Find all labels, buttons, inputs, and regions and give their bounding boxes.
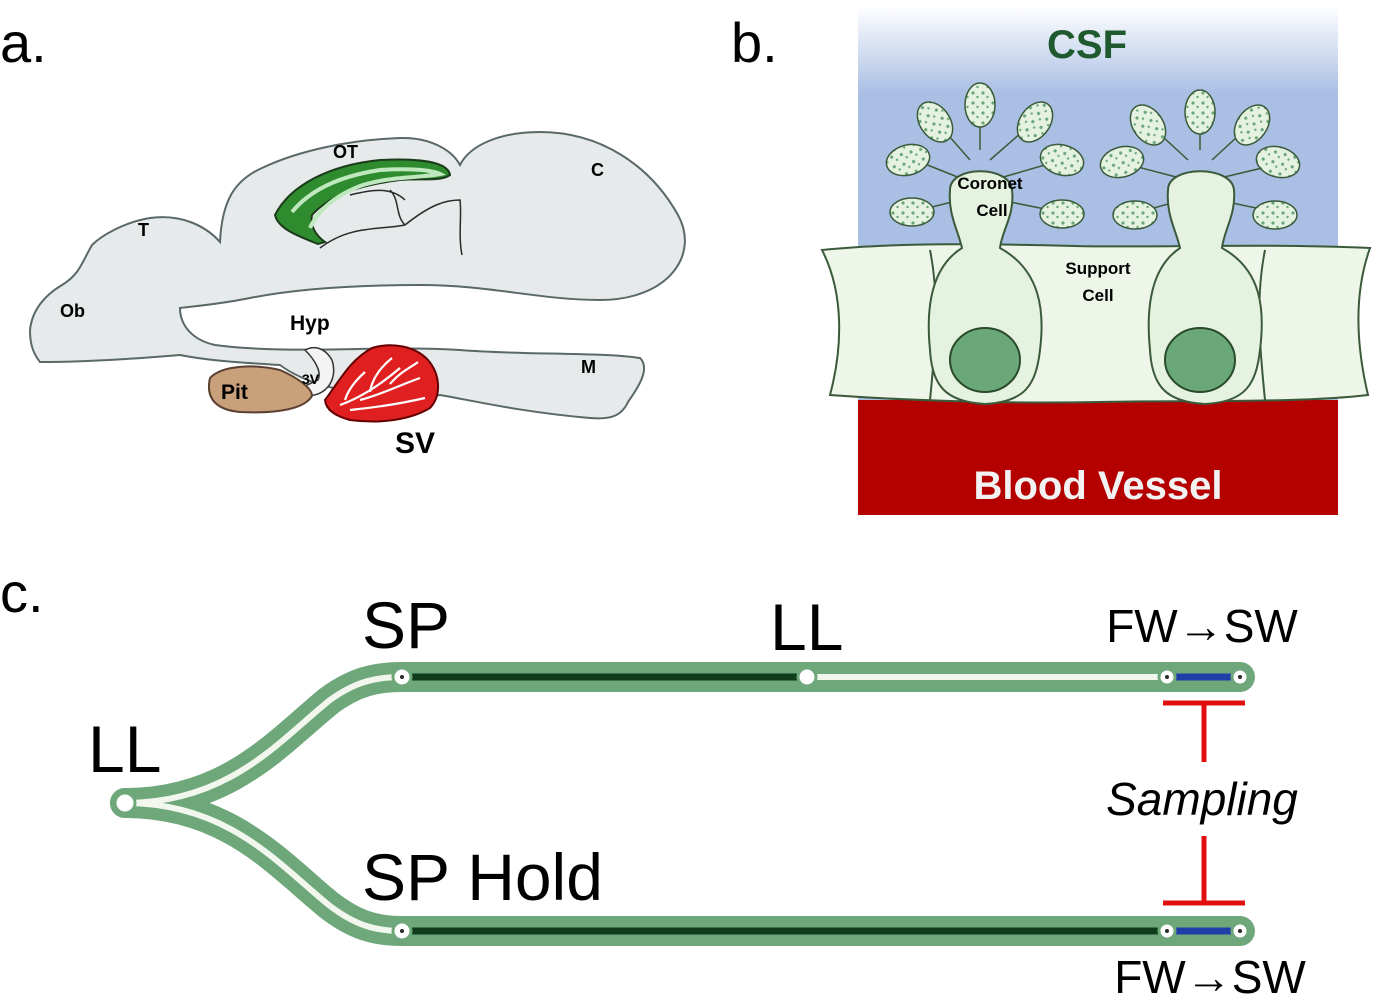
label-sp-hold: SP Hold — [362, 840, 603, 914]
coronet-cell-2-nucleus — [1164, 327, 1236, 393]
track-inner — [122, 674, 1243, 934]
panel-a: a. OT C T Ob Hyp Pit 3V M SV — [0, 11, 686, 460]
node-ll-mid — [796, 666, 818, 688]
label-blood-vessel: Blood Vessel — [974, 464, 1223, 508]
label-c: C — [591, 160, 604, 180]
panel-a-letter: a. — [0, 11, 47, 74]
label-ll-left: LL — [88, 712, 161, 786]
label-3v: 3V — [302, 371, 320, 387]
coronet-cell-1 — [885, 82, 1085, 406]
label-ot: OT — [333, 142, 358, 162]
label-t: T — [138, 220, 149, 240]
label-fw-sw-bottom: FW→SW — [1114, 951, 1306, 1003]
panel-c-letter: c. — [0, 561, 44, 624]
brain-fold-lines — [319, 189, 463, 256]
blood-vessel-region — [858, 400, 1338, 515]
label-support-line2: Cell — [1082, 286, 1113, 305]
sv-vessel-branches — [339, 357, 426, 412]
timeline-nodes — [113, 666, 1250, 942]
label-sp: SP — [362, 588, 450, 662]
third-ventricle — [290, 347, 335, 397]
label-ll-mid: LL — [770, 590, 843, 664]
label-sv: SV — [395, 427, 435, 460]
label-coronet-line1: Coronet — [957, 174, 1023, 193]
label-sampling: Sampling — [1106, 773, 1298, 825]
label-pit: Pit — [221, 381, 248, 404]
label-ob: Ob — [60, 301, 85, 321]
label-csf: CSF — [1047, 23, 1127, 67]
coronet-cell-2 — [1099, 89, 1301, 406]
node-start — [113, 791, 137, 815]
coronet-cell-1-nucleus — [949, 327, 1021, 393]
sampling-bracket — [1163, 700, 1245, 906]
label-support-line1: Support — [1065, 259, 1130, 278]
optic-tectum-inner — [290, 167, 447, 229]
pituitary — [207, 365, 314, 414]
panel-b-letter: b. — [731, 11, 778, 74]
label-fw-sw-top: FW→SW — [1106, 600, 1298, 652]
label-coronet-line2: Cell — [976, 201, 1007, 220]
track-outer — [110, 662, 1255, 946]
label-m: M — [581, 357, 596, 377]
panel-c: c. — [0, 561, 1306, 1003]
label-hyp: Hyp — [290, 312, 330, 335]
node-centers — [400, 675, 1242, 933]
panel-b: b. — [731, 6, 1372, 515]
